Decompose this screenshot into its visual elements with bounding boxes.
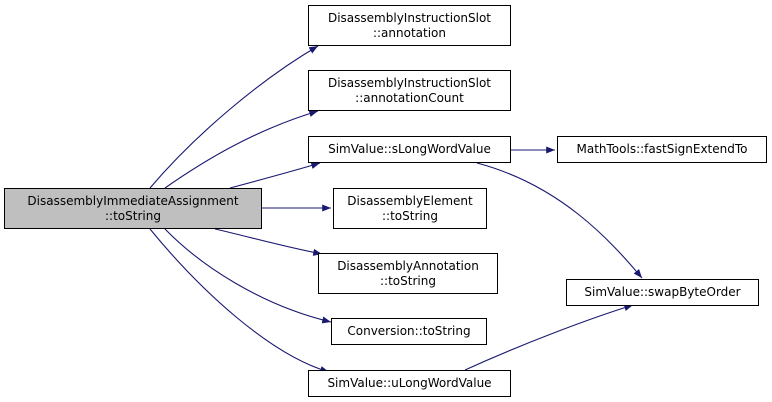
edge-root-to-annotationCount xyxy=(164,110,319,189)
node-label: SimValue::sLongWordValue xyxy=(328,142,491,156)
node-simvalue-swapbyteorder[interactable]: SimValue::swapByteOrder xyxy=(566,279,759,306)
edge-sLongWordValue-to-swapByteOrder xyxy=(476,162,643,279)
edge-uLongWordValue-to-swapByteOrder xyxy=(464,304,634,371)
node-mathtools-fastsignextendto[interactable]: MathTools::fastSignExtendTo xyxy=(557,136,767,163)
edge-root-to-uLongWordValue xyxy=(149,228,330,373)
node-label: SimValue::uLongWordValue xyxy=(327,376,492,390)
node-label-line-1: DisassemblyInstructionSlot xyxy=(327,75,492,90)
node-label-line-1: DisassemblyImmediateAssignment xyxy=(27,193,239,208)
node-label-line-1: DisassemblyElement xyxy=(347,193,473,208)
node-label-line-1: DisassemblyInstructionSlot xyxy=(327,10,492,25)
node-instruction-slot-annotation[interactable]: DisassemblyInstructionSlot ::annotation xyxy=(308,5,511,46)
node-label-line-2: ::toString xyxy=(382,208,438,223)
node-label: Conversion::toString xyxy=(347,324,471,338)
node-label-line-2: ::annotation xyxy=(372,25,447,40)
node-conversion-tostring[interactable]: Conversion::toString xyxy=(331,318,487,345)
node-simvalue-slongwordvalue[interactable]: SimValue::sLongWordValue xyxy=(308,136,511,163)
edge-root-to-annotation xyxy=(149,45,319,189)
node-disassembly-element-tostring[interactable]: DisassemblyElement ::toString xyxy=(333,188,487,229)
node-instruction-slot-annotation-count[interactable]: DisassemblyInstructionSlot ::annotationC… xyxy=(308,70,511,111)
node-label-line-2: ::annotationCount xyxy=(355,90,464,105)
node-label: MathTools::fastSignExtendTo xyxy=(576,142,748,156)
node-disassembly-annotation-tostring[interactable]: DisassemblyAnnotation ::toString xyxy=(318,253,498,294)
node-label-line-2: ::toString xyxy=(380,273,436,288)
edge-root-to-annotationToString xyxy=(214,228,323,256)
node-label-line-2: ::toString xyxy=(105,208,161,223)
node-label-line-1: DisassemblyAnnotation xyxy=(337,258,479,273)
node-simvalue-ulongwordvalue[interactable]: SimValue::uLongWordValue xyxy=(308,370,511,397)
edge-root-to-conversionToString xyxy=(164,228,332,324)
edge-root-to-sLongWordValue xyxy=(229,162,321,189)
node-disassembly-immediate-assignment-tostring[interactable]: DisassemblyImmediateAssignment ::toStrin… xyxy=(4,188,262,229)
node-label: SimValue::swapByteOrder xyxy=(584,285,741,299)
